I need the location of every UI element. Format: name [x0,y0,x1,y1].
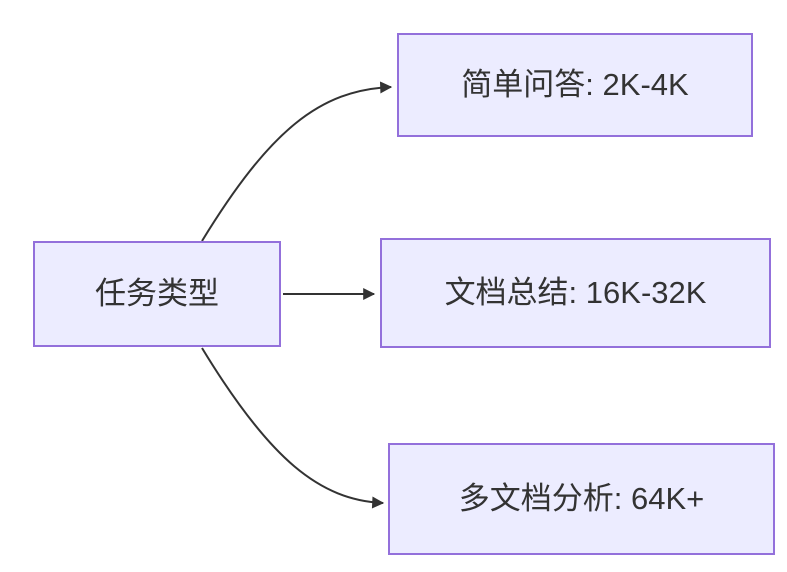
node-simple-qa-label: 简单问答: 2K-4K [461,67,689,103]
edge-to-multidoc-analysis [201,347,385,509]
node-task-type-label: 任务类型 [95,276,219,312]
node-doc-summary: 文档总结: 16K-32K [380,238,771,348]
node-multidoc-analysis: 多文档分析: 64K+ [388,443,775,555]
node-simple-qa: 简单问答: 2K-4K [397,33,753,137]
edge-to-simple-qa [201,81,393,242]
node-doc-summary-label: 文档总结: 16K-32K [444,275,707,311]
node-multidoc-analysis-label: 多文档分析: 64K+ [458,481,705,517]
node-task-type: 任务类型 [33,241,281,347]
